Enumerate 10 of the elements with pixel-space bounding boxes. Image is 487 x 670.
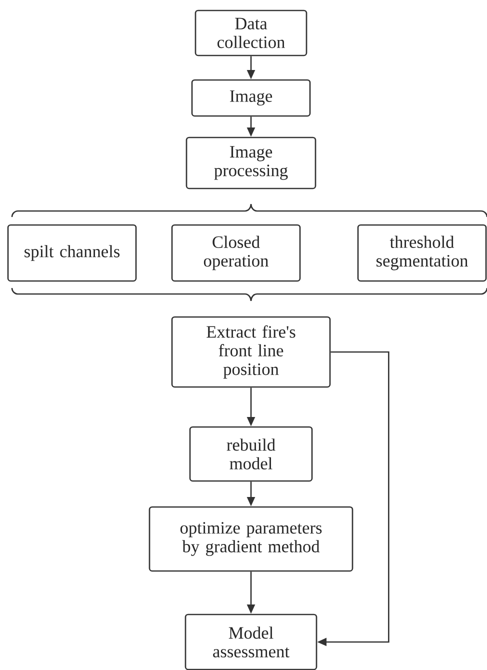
process-box: Data collection [194, 10, 308, 56]
process-box: spilt channels [7, 224, 137, 282]
process-box: Model assessment [184, 614, 318, 670]
process-box: Image processing [186, 136, 316, 190]
process-box: Image [191, 79, 311, 117]
process-box: rebuild model [189, 426, 313, 482]
process-box: Closed operation [171, 224, 301, 282]
process-box: Extract fire's front line position [171, 316, 331, 388]
process-box: optimize parameters by gradient method [148, 506, 354, 572]
process-box: threshold segmentation [357, 224, 487, 282]
